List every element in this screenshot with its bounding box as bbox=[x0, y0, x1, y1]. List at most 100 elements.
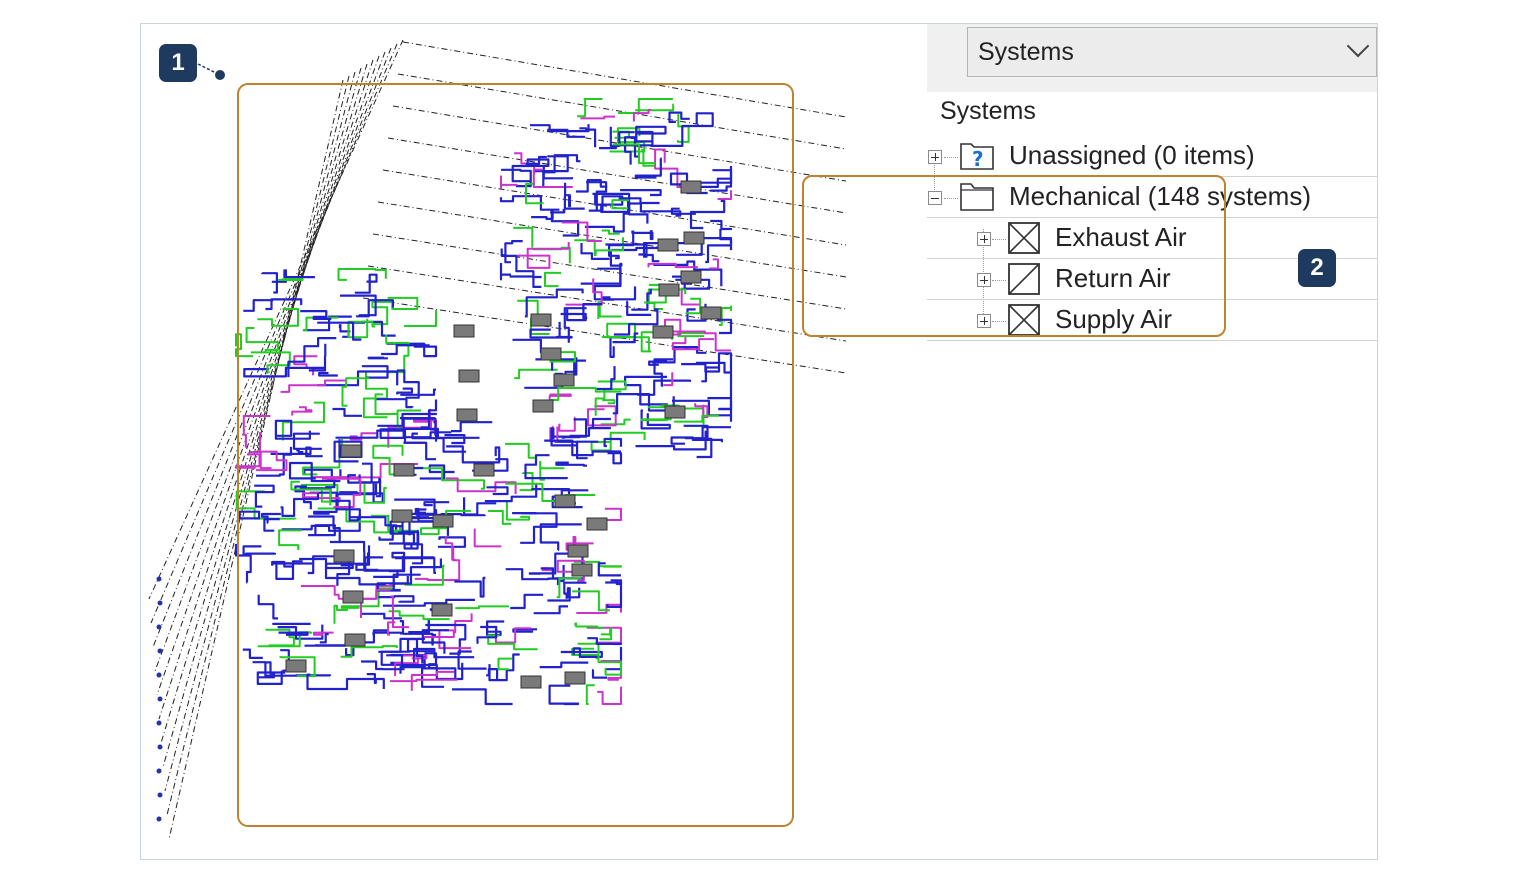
duct-segment bbox=[555, 461, 587, 467]
duct-segment bbox=[648, 360, 667, 366]
duct-segment bbox=[556, 577, 582, 599]
expand-icon[interactable] bbox=[977, 232, 991, 246]
duct-segment bbox=[406, 638, 434, 664]
duct-segment bbox=[635, 430, 707, 451]
duct-segment bbox=[457, 650, 487, 670]
collapse-icon[interactable] bbox=[928, 191, 942, 205]
duct-segment bbox=[423, 501, 450, 507]
level-marker bbox=[156, 768, 162, 774]
duct-segment bbox=[641, 148, 656, 167]
expand-icon[interactable] bbox=[977, 314, 991, 328]
3d-model-viewport[interactable] bbox=[141, 24, 926, 859]
duct-segment bbox=[654, 148, 694, 189]
duct-segment bbox=[311, 463, 419, 479]
grid-leader-line bbox=[150, 43, 398, 624]
systems-highlight-box bbox=[802, 175, 1226, 337]
duct-segment bbox=[674, 414, 719, 423]
duct-segment bbox=[340, 294, 377, 317]
tree-row-mechanical[interactable]: Mechanical (148 systems) bbox=[927, 176, 1377, 218]
model-highlight-box bbox=[237, 83, 794, 827]
duct-segment bbox=[580, 115, 616, 120]
duct-segment bbox=[278, 529, 302, 550]
duct-segment bbox=[254, 484, 275, 508]
level-marker bbox=[157, 696, 163, 702]
duct-segment bbox=[292, 432, 322, 450]
duct-segment bbox=[235, 490, 297, 520]
duct-segment bbox=[577, 98, 603, 118]
duct-segment bbox=[306, 673, 385, 691]
grid-leader-line bbox=[152, 47, 392, 648]
duct-segment bbox=[484, 483, 538, 503]
duct-segment bbox=[420, 399, 438, 429]
duct-segment bbox=[663, 372, 674, 387]
tree-dots bbox=[992, 280, 1006, 281]
duct-segment bbox=[421, 667, 457, 688]
duct-segment bbox=[580, 251, 623, 285]
duct-segment bbox=[591, 668, 608, 679]
tree-item-label: Mechanical (148 systems) bbox=[1009, 181, 1311, 211]
air-handling-unit bbox=[683, 231, 705, 245]
air-handling-unit bbox=[664, 405, 686, 419]
duct-segment bbox=[707, 389, 733, 411]
duct-segment bbox=[388, 610, 450, 621]
duct-segment bbox=[257, 594, 278, 620]
view-type-dropdown[interactable]: Systems bbox=[967, 27, 1377, 77]
tree-row-unassigned[interactable]: ? Unassigned (0 items) bbox=[927, 135, 1377, 177]
duct-segment bbox=[278, 631, 309, 636]
duct-segment bbox=[603, 437, 623, 448]
duct-segment bbox=[611, 199, 631, 210]
duct-segment bbox=[454, 613, 473, 634]
duct-segment bbox=[404, 310, 437, 327]
tree-row-exhaust-air[interactable]: Exhaust Air bbox=[927, 217, 1377, 259]
duct-segment bbox=[299, 487, 359, 522]
duct-segment bbox=[249, 451, 272, 470]
duct-segment bbox=[235, 453, 261, 469]
duct-segment bbox=[382, 598, 475, 607]
expand-icon[interactable] bbox=[928, 150, 942, 164]
folder-icon bbox=[960, 183, 994, 211]
application-frame: Systems Systems ? Unassigned (0 items) bbox=[140, 23, 1378, 860]
duct-segment bbox=[547, 587, 581, 602]
grid-leader-line bbox=[160, 63, 368, 744]
duct-segment bbox=[279, 656, 316, 678]
duct-segment bbox=[647, 262, 698, 269]
duct-segment bbox=[446, 445, 501, 464]
duct-segment bbox=[670, 207, 696, 215]
duct-segment bbox=[335, 429, 426, 444]
tree-dots bbox=[944, 157, 958, 158]
duct-segment bbox=[360, 589, 391, 618]
duct-segment bbox=[664, 318, 682, 336]
duct-segment bbox=[574, 622, 603, 629]
tree-row-return-air[interactable]: Return Air bbox=[927, 258, 1377, 300]
duct-segment bbox=[379, 428, 406, 439]
duct-segment bbox=[408, 467, 485, 490]
duct-segment bbox=[398, 516, 430, 534]
duct-segment bbox=[444, 434, 466, 445]
duct-segment bbox=[504, 240, 523, 264]
duct-segment bbox=[717, 318, 733, 335]
duct-segment bbox=[389, 678, 458, 683]
duct-segment bbox=[293, 355, 318, 369]
duct-segment bbox=[618, 197, 649, 224]
duct-segment bbox=[488, 510, 512, 525]
duct-segment bbox=[635, 103, 675, 112]
air-handling-unit bbox=[652, 325, 674, 339]
duct-segment bbox=[517, 242, 570, 269]
tree-item-label: Unassigned (0 items) bbox=[1009, 140, 1255, 170]
grid-leader-line bbox=[148, 39, 404, 600]
tree-item-label: Return Air bbox=[1055, 263, 1171, 293]
duct-segment bbox=[550, 208, 566, 214]
duct-segment bbox=[529, 321, 561, 339]
duct-segment bbox=[652, 346, 707, 364]
duct-segment bbox=[294, 485, 312, 510]
duct-segment bbox=[366, 673, 377, 684]
duct-segment bbox=[539, 460, 565, 481]
duct-segment bbox=[514, 368, 558, 380]
tree-heading: Systems bbox=[940, 97, 1036, 125]
tree-row-supply-air[interactable]: Supply Air bbox=[927, 299, 1377, 341]
expand-icon[interactable] bbox=[977, 273, 991, 287]
exhaust-air-system-icon bbox=[1008, 222, 1040, 254]
chevron-down-icon[interactable] bbox=[1346, 34, 1370, 58]
grid-leader-line bbox=[397, 73, 847, 150]
duct-segment bbox=[397, 369, 420, 399]
